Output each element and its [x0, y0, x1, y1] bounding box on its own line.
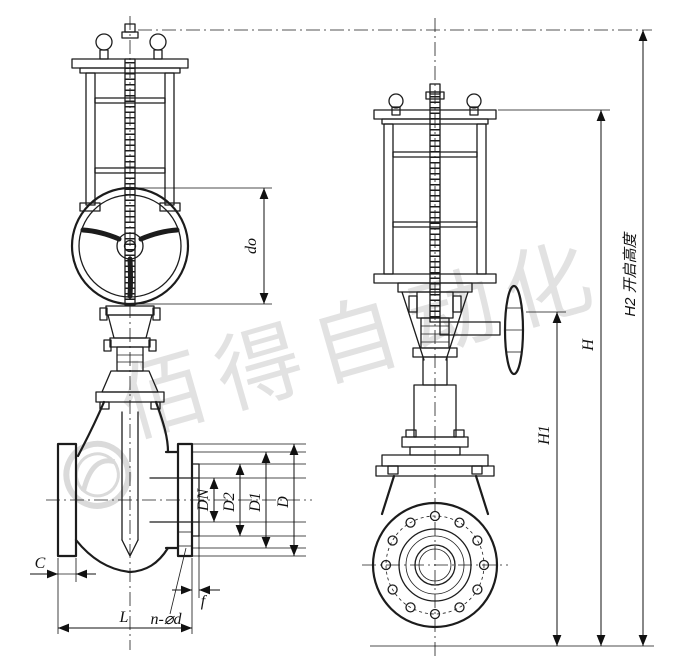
handwheel	[70, 186, 190, 306]
gate-wedge	[121, 539, 139, 557]
dim-label-d2: D2	[221, 492, 238, 513]
spoke	[80, 227, 122, 242]
dim-do: do	[136, 187, 272, 305]
dim-c: C	[30, 555, 96, 634]
dim-label-d: D	[275, 496, 292, 509]
front-view: do DN D2 D1 D C	[30, 16, 312, 650]
side-top-rig	[373, 83, 497, 323]
dim-label-dn: DN	[195, 488, 212, 513]
bolt-hole	[478, 559, 490, 571]
watermark-logo-inner	[74, 452, 120, 498]
dim-f: f	[172, 536, 220, 610]
dim-label-l: L	[119, 609, 129, 626]
spoke	[138, 227, 180, 242]
side-view: H1 H H2 开启高度	[138, 18, 654, 656]
dim-label-d1: D1	[247, 492, 264, 513]
valve-body-front	[56, 400, 200, 574]
watermark-logo-swoosh	[80, 458, 116, 492]
side-gland	[397, 282, 525, 386]
dim-label-f: f	[201, 593, 208, 610]
watermark-logo-outer	[63, 440, 132, 509]
dim-heights: H1 H H2 开启高度	[138, 29, 654, 647]
front-bonnet	[95, 305, 165, 410]
spoke	[127, 256, 133, 299]
dim-diameters: DN D2 D1 D	[192, 443, 306, 557]
dim-label-h1: H1	[536, 425, 553, 446]
dim-label-n-phi-d: n-⌀d	[151, 611, 183, 628]
watermark-text: 佰得自动化	[108, 223, 616, 457]
dim-label-do: do	[243, 238, 260, 254]
flange-circle	[371, 501, 499, 629]
dim-label-h2: H2 开启高度	[622, 231, 639, 316]
dim-l: L n-⌀d	[58, 547, 193, 634]
dim-label-h: H	[580, 338, 597, 352]
dim-label-c: C	[35, 555, 46, 572]
left-flange	[56, 442, 78, 558]
raised-face	[191, 463, 200, 537]
front-top-rig	[71, 23, 189, 306]
handwheel-shaft	[439, 321, 501, 336]
side-bonnet	[375, 384, 495, 516]
leader-n-phi-d	[169, 547, 187, 615]
